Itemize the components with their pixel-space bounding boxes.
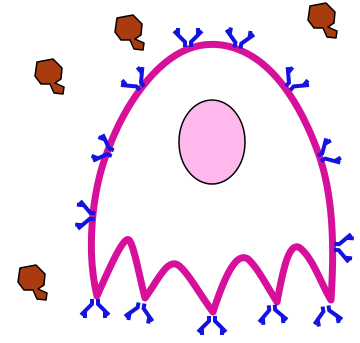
nucleus-icon [179,100,245,184]
